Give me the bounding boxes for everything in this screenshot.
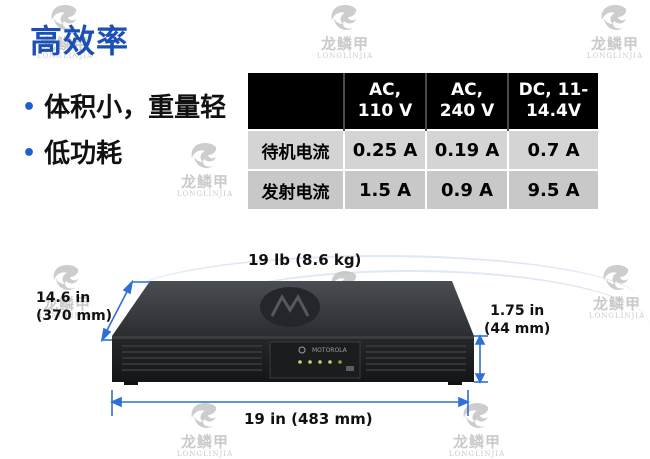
watermark-logo-icon: [191, 143, 217, 168]
current-specs-table: AC,110 V AC,240 V DC, 11-14.4V 待机电流 0.25…: [248, 73, 598, 209]
bullet-dot-icon: •: [22, 95, 37, 120]
watermark-logo-icon: [191, 403, 217, 428]
bullet-item: • 低功耗: [22, 132, 226, 178]
table-header-empty: [248, 73, 344, 130]
slide-title: 高效率: [30, 22, 130, 60]
watermark-logo-icon: [463, 403, 489, 428]
width-dimension-line: [110, 390, 470, 416]
bg-swoosh: [120, 255, 640, 347]
vent-grille-left: [122, 345, 262, 371]
table-cell: 1.5 A: [343, 169, 426, 209]
bullet-text: 低功耗: [44, 139, 123, 169]
width-label: 19 in (483 mm): [244, 410, 373, 428]
device-foot: [448, 382, 462, 385]
table-row-label: 待机电流: [248, 129, 344, 170]
device-foot: [124, 382, 138, 385]
bg-swoosh: [170, 270, 650, 382]
bullet-text: 体积小，重量轻: [44, 93, 227, 123]
table-header: AC,110 V: [343, 73, 426, 130]
watermark-logo-icon: [603, 265, 629, 290]
table-row: 待机电流 0.25 A 0.19 A 0.7 A: [248, 129, 598, 170]
front-control-panel: [269, 341, 361, 379]
depth-label: 14.6 in (370 mm): [36, 290, 113, 324]
watermark-logo-icon: [601, 5, 627, 30]
table-row-label: 发射电流: [248, 169, 344, 209]
front-brand-icon: [298, 346, 306, 354]
table-header: DC, 11-14.4V: [507, 73, 598, 130]
table-row: 发射电流 1.5 A 0.9 A 9.5 A: [248, 169, 598, 209]
table-header: AC,240 V: [425, 73, 508, 130]
vent-grille-right: [366, 345, 466, 371]
front-brand-label: MOTOROLA: [312, 347, 348, 354]
table-cell: 0.7 A: [507, 129, 598, 170]
status-led-icons: [298, 360, 342, 364]
bullet-dot-icon: •: [22, 141, 37, 166]
watermark-logo-icon: [51, 5, 77, 30]
motorola-logo-icon: [260, 287, 320, 327]
table-cell: 0.9 A: [425, 169, 508, 209]
bullet-item: • 体积小，重量轻: [22, 86, 226, 132]
device-front-bezel: [112, 336, 474, 339]
table-cell: 0.25 A: [343, 129, 426, 170]
height-dimension-line: [474, 334, 488, 384]
height-label: 1.75 in (44 mm): [484, 303, 551, 337]
usb-port-icon: [346, 366, 354, 371]
watermark-logo-icon: [53, 265, 79, 290]
bullet-list: • 体积小，重量轻 • 低功耗: [22, 86, 226, 178]
table-cell: 9.5 A: [507, 169, 598, 209]
table-cell: 0.19 A: [425, 129, 508, 170]
table-header-row: AC,110 V AC,240 V DC, 11-14.4V: [248, 73, 598, 130]
weight-label: 19 lb (8.6 kg): [248, 251, 362, 269]
watermark-logo-icon: [331, 5, 357, 30]
depth-dimension-line: [100, 279, 150, 343]
